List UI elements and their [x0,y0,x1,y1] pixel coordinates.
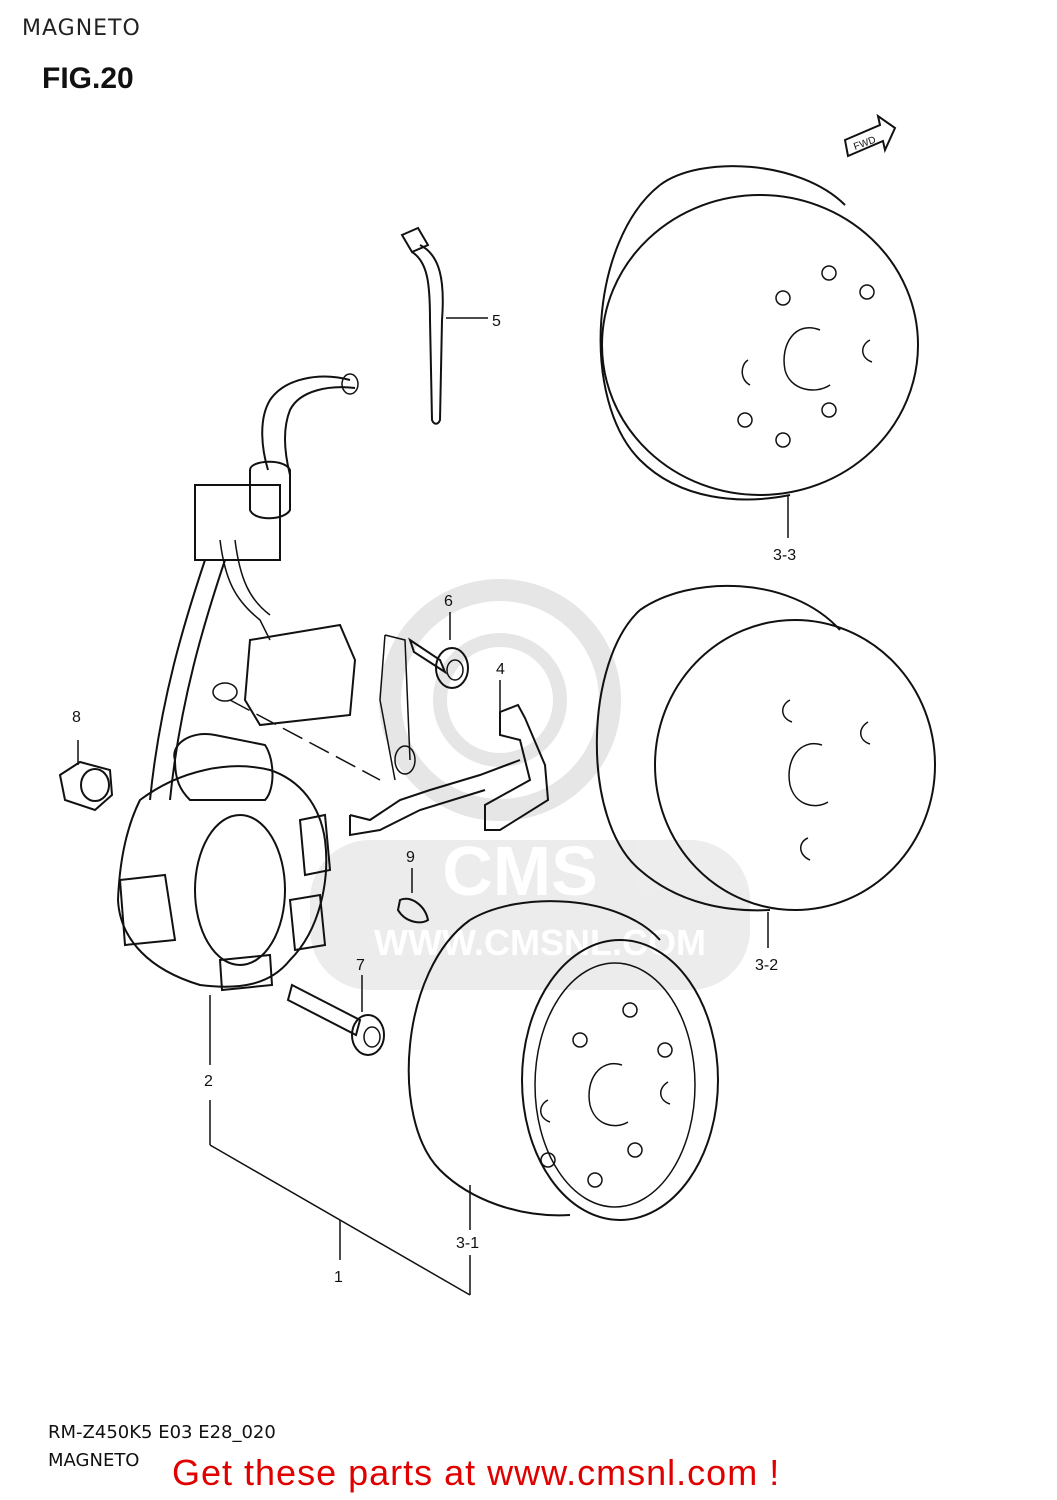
bracket-4 [349,634,550,837]
get-parts-link[interactable]: Get these parts at www.cmsnl.com ! [172,1452,781,1493]
watermark-logo: CMS [442,832,598,910]
rotor-3-3 [599,165,919,501]
callout-8: 8 [72,709,81,726]
rotor-3-1 [407,900,719,1221]
callout-1: 1 [334,1269,343,1286]
bolt-7 [286,975,385,1056]
fwd-arrow-icon: FWD [843,113,897,158]
rotor-3-2 [595,584,936,912]
callout-6: 6 [444,593,453,610]
callout-5: 5 [492,313,501,330]
callout-9: 9 [406,849,415,866]
diagram-code: RM-Z450K5 E03 E28_020 [48,1422,276,1443]
cable-tie-5 [400,226,488,425]
callout-4: 4 [496,661,505,678]
callout-7: 7 [356,957,365,974]
callout-3-3: 3-3 [773,547,796,564]
watermark: CMS WWW.CMSNL.COM [310,579,750,990]
footer-title: MAGNETO [48,1450,140,1471]
leader-lines [209,495,789,1296]
bolt-6 [408,637,469,689]
key-9 [396,868,430,924]
callout-2: 2 [204,1073,213,1090]
callout-3-1: 3-1 [456,1235,479,1252]
figure-number: FIG.20 [42,62,134,95]
page-header-title: MAGNETO [22,16,141,41]
stator-assembly [116,373,381,992]
callout-3-2: 3-2 [755,957,778,974]
nut-8 [58,740,114,812]
watermark-url: WWW.CMSNL.COM [374,922,706,963]
